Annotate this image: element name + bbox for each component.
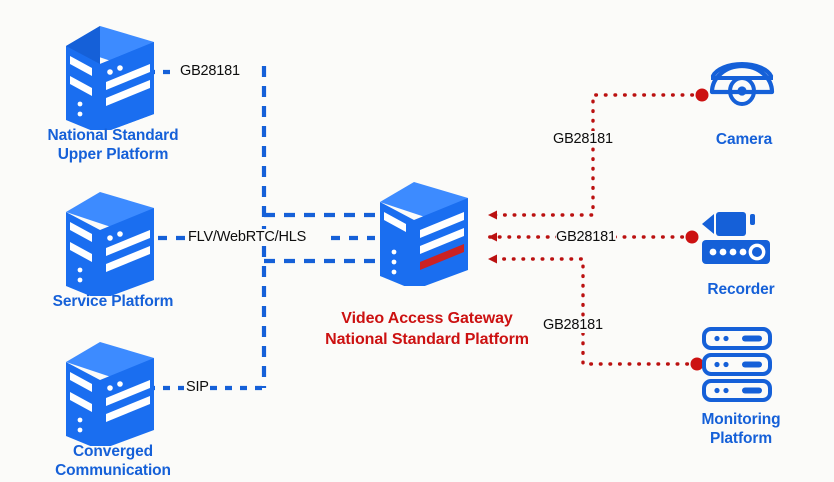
node-monitoring-platform[interactable]: Monitoring Platform [700, 326, 786, 447]
node-label-service-platform: Service Platform [52, 293, 174, 310]
node-service-platform[interactable]: Service Platform [53, 188, 173, 310]
node-recorder[interactable]: Recorder [698, 208, 790, 298]
server-tower-icon [66, 192, 154, 296]
link-label-gb28181-upper-platform: GB28181 [180, 63, 240, 79]
node-camera[interactable]: Camera [704, 58, 784, 148]
rack-servers-icon [702, 327, 772, 402]
link-label-sip: SIP [186, 379, 209, 395]
node-converged-communication[interactable]: Converged Communication [55, 338, 171, 479]
recorder-endpoint-dot [685, 230, 699, 244]
video-recorder-icon [702, 212, 770, 264]
server-tower-gateway-icon [380, 182, 468, 286]
server-tower-icon [66, 342, 154, 446]
node-label-national-standard-upper-platform: National Standard Upper Platform [47, 127, 179, 163]
link-label-gb28181-monitoring: GB28181 [543, 317, 603, 333]
camera-endpoint-dot [695, 88, 709, 102]
node-national-standard-upper-platform[interactable]: National Standard Upper Platform [48, 22, 179, 163]
node-video-access-gateway[interactable]: Video Access Gateway National Standard P… [325, 178, 529, 348]
link-label-gb28181-recorder: GB28181 [556, 229, 616, 245]
link-label-gb28181-camera: GB28181 [553, 131, 613, 147]
monitoring-endpoint-dot [690, 357, 704, 371]
dome-camera-icon [709, 61, 775, 106]
node-label-converged-communication: Converged Communication [55, 443, 171, 479]
server-tower-icon [66, 26, 154, 130]
node-label-monitoring-platform: Monitoring Platform [701, 411, 781, 447]
node-label-camera: Camera [715, 131, 773, 148]
link-monitoring-to-gateway [487, 254, 699, 366]
link-label-flv-webrtc-hls: FLV/WebRTC/HLS [188, 229, 307, 245]
link-camera-to-gateway [487, 93, 704, 220]
node-label-recorder: Recorder [707, 281, 775, 298]
node-label-video-access-gateway: Video Access Gateway National Standard P… [325, 310, 529, 348]
